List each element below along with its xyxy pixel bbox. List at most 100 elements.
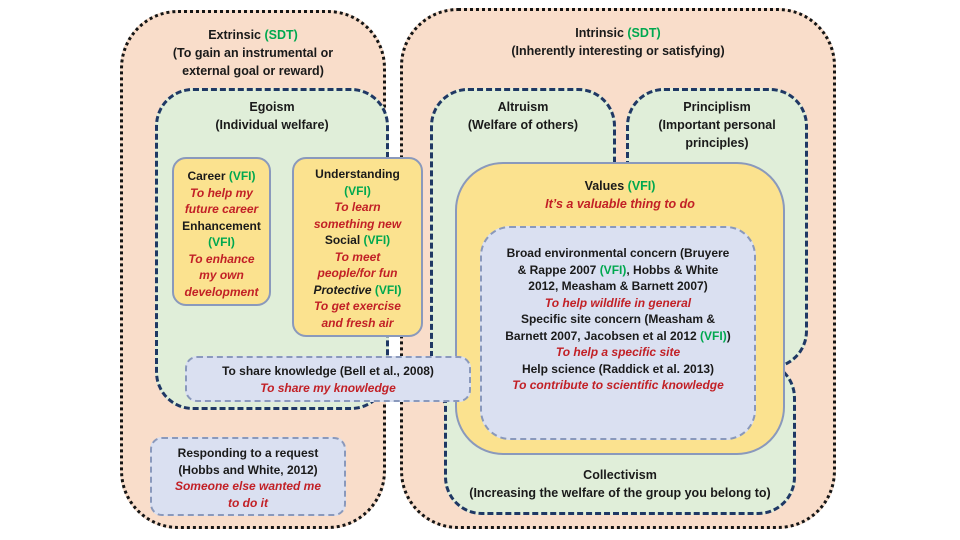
altruism-title-line: Altruism [433,98,613,116]
intrinsic-title: Intrinsic (SDT) (Inherently interesting … [403,11,833,60]
values-title-line: Values (VFI) [457,177,783,195]
text-line: To learn [294,199,421,216]
text-segment: To share knowledge (Bell et al., 2008) [222,364,434,378]
text-segment: Barnett 2007, Jacobsen et al 2012 [505,328,701,343]
text-line: Enhancement [174,218,269,235]
text-segment: To learn [334,200,381,214]
text-segment: Understanding [315,167,400,181]
text-segment: Someone else wanted me [174,479,322,493]
text-segment: (Inherently interesting or satisfying) [511,44,725,58]
text-segment: (Increasing the welfare of the group you… [469,486,771,500]
text-segment: (Hobbs and White, 2012) [178,462,318,477]
principlism-title-line: Principlism [629,98,805,116]
text-segment: Principlism [683,100,751,114]
text-segment: people/for fun [317,266,398,280]
text-segment: Values [584,179,628,193]
text-segment: Protective [313,282,375,297]
text-segment: ) [726,328,731,343]
egoism-title-line: Egoism [158,98,386,116]
text-segment: (Important personal [658,118,776,132]
text-line: Protective (VFI) [294,282,421,299]
extrinsic-subtitle-line: external goal or reward) [123,62,383,80]
text-line: To meet [294,249,421,266]
text-segment: (To gain an instrumental or [172,46,334,60]
text-line: To share my knowledge [187,380,469,397]
text-segment: my own [199,268,244,282]
text-segment: and fresh air [321,315,394,330]
text-segment: Specific site concern (Measham & [520,312,716,326]
text-segment: (VFI) [363,233,391,247]
understanding-social-protective-text: Understanding (VFI) To learn something n… [294,159,421,331]
text-segment: Help science (Raddick et al. 2013) [521,361,715,376]
principlism-title: Principlism (Important personal principl… [629,91,805,152]
egoism-subtitle-line: (Individual welfare) [158,116,386,134]
altruism-title: Altruism (Welfare of others) [433,91,613,134]
text-line: development [174,284,269,301]
text-line: To help my [174,185,269,202]
text-segment: (SDT) [627,26,661,40]
career-enhancement-text: Career (VFI) To help my future career En… [174,159,269,300]
responding-request-text: Responding to a request (Hobbs and White… [152,439,344,511]
text-line: (VFI) [174,234,269,251]
collectivism-title: Collectivism (Increasing the welfare of … [447,363,793,502]
text-segment: (VFI) [700,328,727,343]
text-segment: Collectivism [583,468,657,482]
intrinsic-title-line: Intrinsic (SDT) [403,24,833,42]
text-line: Help science (Raddick et al. 2013) [482,361,754,378]
text-line: & Rappe 2007 (VFI), Hobbs & White [482,262,754,279]
egoism-title: Egoism (Individual welfare) [158,91,386,134]
text-segment: Social [324,233,364,247]
text-segment: It’s a valuable thing to do [545,197,695,211]
text-line: people/for fun [294,265,421,282]
text-segment: (Individual welfare) [215,118,329,132]
share-knowledge-card: To share knowledge (Bell et al., 2008) T… [185,356,471,402]
text-line: Responding to a request [152,445,344,462]
text-line: to do it [152,495,344,512]
text-segment: Responding to a request [177,446,319,460]
text-line: and fresh air [294,315,421,332]
understanding-social-protective-card: Understanding (VFI) To learn something n… [292,157,423,337]
text-line: To help wildlife in general [482,295,754,312]
text-segment: To enhance [188,251,255,266]
text-segment: (Welfare of others) [467,118,579,132]
text-line: something new [294,216,421,233]
text-line: To share knowledge (Bell et al., 2008) [187,363,469,380]
text-line: Social (VFI) [294,232,421,249]
text-segment: to do it [228,495,268,510]
text-line: Someone else wanted me [152,478,344,495]
extrinsic-title-line: Extrinsic (SDT) [123,26,383,44]
values-subtitle-line: It’s a valuable thing to do [457,195,783,213]
intrinsic-subtitle-line: (Inherently interesting or satisfying) [403,42,833,60]
text-segment: principles) [685,136,749,150]
text-segment: Broad environmental concern (Bruyere [506,246,730,260]
text-line: To get exercise [294,298,421,315]
collectivism-subtitle-line: (Increasing the welfare of the group you… [447,484,793,502]
text-segment: To help my [190,185,253,200]
text-line: (VFI) [294,183,421,200]
text-line: Specific site concern (Measham & [482,311,754,328]
text-segment: To contribute to scientific knowledge [512,378,724,392]
text-segment: To help wildlife in general [544,295,692,310]
text-segment: future career [184,202,259,216]
text-segment: Enhancement [182,218,261,233]
text-line: To help a specific site [482,344,754,361]
text-segment: Intrinsic [575,26,628,40]
principlism-subtitle-line: principles) [629,134,805,152]
collectivism-title-line: Collectivism [447,466,793,484]
values-title: Values (VFI) It’s a valuable thing to do [457,164,783,213]
text-segment: (VFI) [208,235,235,249]
text-segment: Career [187,169,229,183]
environmental-concern-card: Broad environmental concern (Bruyere & R… [480,226,756,440]
principlism-subtitle-line: (Important personal [629,116,805,134]
text-segment: external goal or reward) [182,64,324,78]
text-segment: Extrinsic [208,28,265,42]
text-segment: something new [313,216,402,231]
career-enhancement-card: Career (VFI) To help my future career En… [172,157,271,306]
text-line: Understanding [294,166,421,183]
text-segment: (SDT) [264,28,298,42]
text-segment: To meet [334,249,381,264]
text-segment: To share my knowledge [260,381,396,395]
text-line: To enhance [174,251,269,268]
text-segment: development [184,284,259,299]
